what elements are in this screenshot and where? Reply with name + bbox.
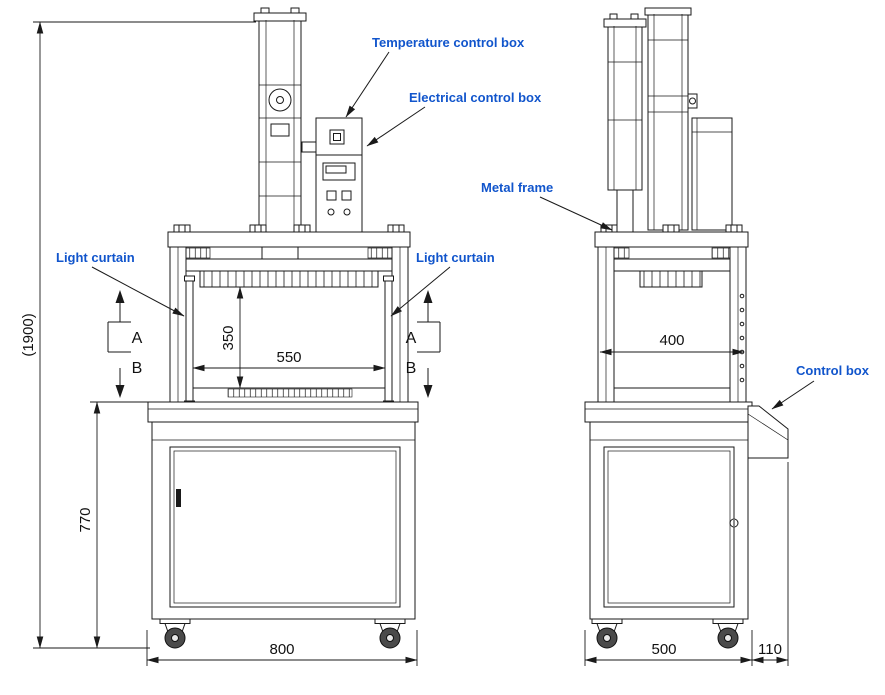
control-panel-front [301, 117, 363, 233]
label-metal-frame: Metal frame [481, 180, 553, 195]
section-arrow-down-icon [423, 385, 433, 398]
caster-side-left [591, 618, 623, 649]
section-arrow-down-icon [115, 385, 125, 398]
caster-side-right [712, 618, 744, 649]
leader-temperature [345, 51, 390, 118]
section-a-left: A [132, 330, 143, 347]
upper-platen [199, 270, 379, 288]
leader-light-curtain-right [390, 266, 451, 317]
leader-metal-frame [539, 196, 613, 231]
leader-control-box [771, 380, 815, 410]
dim-opening-width: 550 [276, 349, 301, 366]
machine-stand-side [584, 401, 789, 649]
caster-front-right [374, 618, 406, 649]
control-box-console [747, 405, 789, 459]
press-frame-front [167, 224, 411, 406]
section-arrow-up-icon [115, 290, 125, 303]
dim-stand-height: 770 [77, 507, 94, 532]
press-frame-side [594, 224, 749, 406]
leader-electrical [366, 106, 426, 147]
dim-front-base-width: 800 [269, 641, 294, 658]
dim-daylight-opening: 350 [220, 325, 237, 350]
dim-side-base-width: 500 [651, 641, 676, 658]
dimension-annotations: (1900) 770 350 550 800 400 500 110 [20, 21, 789, 666]
press-column-assembly [253, 7, 307, 233]
label-control-box: Control box [796, 363, 870, 378]
machine-stand-front [147, 401, 419, 649]
section-b-left: B [132, 360, 143, 377]
electrical-box-side [691, 117, 733, 231]
leader-light-curtain-left [91, 266, 185, 317]
label-light-curtain-left: Light curtain [56, 250, 135, 265]
caster-front-left [159, 618, 191, 649]
light-curtain-left-bar [184, 275, 195, 407]
light-curtain-right-bar [383, 275, 394, 407]
side-panel [603, 446, 735, 608]
door-handle [176, 489, 181, 507]
dim-control-box-overhang: 110 [758, 641, 782, 658]
cabinet-door [169, 446, 401, 608]
label-temperature-control-box: Temperature control box [372, 35, 525, 50]
metal-frame-top-plate [594, 231, 749, 248]
front-view [147, 7, 419, 649]
cylinder-assembly-side [603, 7, 733, 233]
section-b-right: B [406, 360, 417, 377]
table-top [147, 401, 419, 423]
label-light-curtain-right: Light curtain [416, 250, 495, 265]
electrical-display [322, 162, 356, 181]
section-markers: A B A B [107, 290, 441, 398]
section-a-right: A [406, 330, 417, 347]
section-arrow-up-icon [423, 290, 433, 303]
callout-labels: Temperature control box Electrical contr… [56, 35, 870, 410]
label-electrical-control-box: Electrical control box [409, 90, 542, 105]
temperature-display-window [329, 129, 345, 145]
dim-side-opening-width: 400 [659, 332, 684, 349]
dim-overall-height: (1900) [20, 313, 37, 356]
side-view [584, 7, 789, 649]
